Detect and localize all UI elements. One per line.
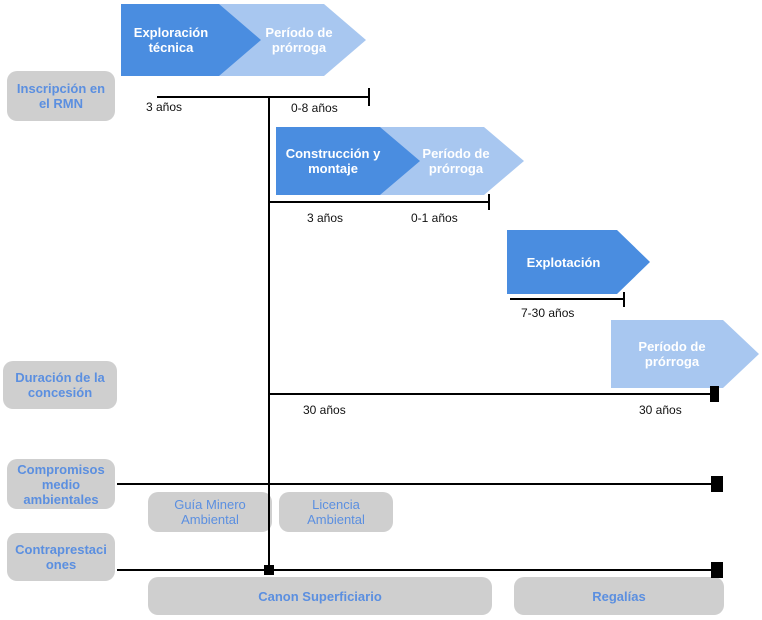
phase-prorroga-1-shape — [218, 4, 366, 76]
end-cap-concesion — [710, 386, 719, 402]
pill-canon-superficiario: Canon Superficiario — [148, 577, 492, 615]
end-cap-ambientales — [711, 476, 723, 492]
pill-canon-superficiario-text: Canon Superficiario — [258, 588, 382, 604]
phase-construccion-shape — [276, 127, 420, 195]
duration-exploracion: 3 años — [146, 100, 183, 114]
phase-exploracion: Exploración técnica — [121, 4, 261, 76]
duration-explotacion: 7-30 años — [521, 306, 575, 320]
phase-prorroga-2: Período de prórroga — [372, 127, 524, 195]
duration-concesion: 30 años — [303, 403, 346, 417]
row-label-concesion: Duración de la concesión — [3, 361, 117, 409]
phase-explotacion-text: Explotación — [526, 254, 601, 270]
pill-guia-minero-text: Guía Minero Ambiental — [174, 497, 246, 527]
phase-prorroga-2-shape — [372, 127, 524, 195]
duration-prorroga-2: 0-1 años — [411, 211, 458, 225]
pill-guia-minero: Guía Minero Ambiental — [148, 492, 272, 532]
row-label-ambientales-text: Compromisos medio ambientales — [17, 461, 105, 507]
junction-marker — [264, 565, 274, 575]
row-label-concesion-text: Duración de la concesión — [15, 370, 105, 400]
phase-prorroga-3-shape — [611, 320, 759, 388]
pill-licencia-ambiental-text: Licencia Ambiental — [307, 497, 365, 527]
phase-prorroga-3: Período de prórroga — [611, 320, 759, 388]
phase-exploracion-shape — [121, 4, 261, 76]
phase-exploracion-text: Exploración técnica — [133, 25, 209, 55]
phase-prorroga-1: Período de prórroga — [218, 4, 366, 76]
row-label-rmn: Inscripción en el RMN — [7, 71, 115, 121]
phase-prorroga-3-text: Período de prórroga — [638, 339, 706, 369]
duration-prorroga-1: 0-8 años — [291, 101, 338, 115]
pill-regalias: Regalías — [514, 577, 724, 615]
phase-prorroga-2-text: Período de prórroga — [422, 146, 490, 176]
duration-construccion: 3 años — [307, 211, 344, 225]
phase-construccion-text: Construcción y montaje — [285, 146, 381, 176]
row-label-contraprestaciones-text: Contraprestaci ones — [15, 542, 107, 572]
row-label-ambientales: Compromisos medio ambientales — [7, 459, 115, 509]
phase-explotacion: Explotación — [507, 230, 650, 294]
pill-regalias-text: Regalías — [592, 588, 646, 604]
row-label-rmn-text: Inscripción en el RMN — [16, 81, 106, 111]
phase-explotacion-shape — [507, 230, 650, 294]
duration-prorroga-3: 30 años — [639, 403, 682, 417]
phase-prorroga-1-text: Período de prórroga — [265, 25, 333, 55]
pill-licencia-ambiental: Licencia Ambiental — [279, 492, 393, 532]
phase-construccion: Construcción y montaje — [276, 127, 420, 195]
end-cap-contraprestaciones — [711, 562, 723, 578]
row-label-contraprestaciones: Contraprestaci ones — [7, 533, 115, 581]
